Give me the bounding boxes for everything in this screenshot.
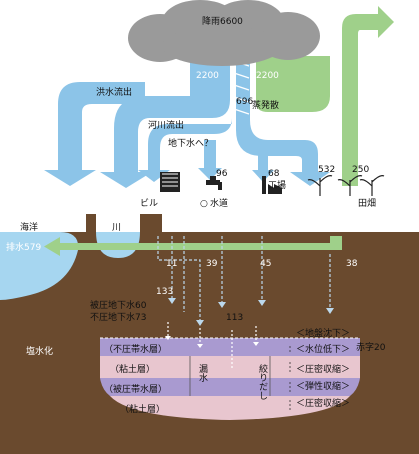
drainage-flow: [44, 236, 342, 256]
groundwater-flow-696: [230, 50, 330, 186]
unconfined-gw-label: 不圧地下水73: [90, 311, 146, 323]
underground-39: 39: [206, 259, 218, 269]
underground-133: 133: [156, 287, 173, 297]
farmland-flow-value: 532: [318, 165, 335, 175]
evaporation-flow: [256, 56, 330, 112]
flood-runoff-flow: [44, 58, 145, 186]
unconfined-aquifer-label: （不圧帯水層）: [104, 343, 167, 355]
ocean-label: 海洋: [20, 221, 38, 233]
factory-value: 68: [268, 169, 280, 179]
return-250-value: 250: [352, 165, 369, 175]
salinization-label: 塩水化: [26, 345, 53, 357]
water-supply-label-prefix: ○: [200, 199, 208, 209]
river-label: 川: [112, 223, 121, 233]
leakage-label: 漏水: [197, 363, 208, 382]
rain-cloud: [128, 0, 320, 66]
rain-label: 降雨6600: [202, 15, 243, 27]
factory-label: 工場: [268, 179, 286, 191]
confined-gw-label: 被圧地下水60: [90, 299, 147, 311]
underground-11: 11: [166, 259, 177, 269]
river-runoff-flow: [100, 58, 230, 188]
river-runoff-label: 河川流出: [148, 119, 184, 131]
underground-45: 45: [260, 259, 271, 269]
subsidence-label: ＜地盤沈下＞: [296, 327, 350, 339]
consolidation-2-label: ＜圧密収縮＞: [296, 397, 350, 409]
unconfined-aquifer-layer: [100, 338, 360, 356]
factory-icon: [262, 176, 282, 194]
building-label: ビル: [140, 198, 158, 209]
water-level-drop-label: ＜水位低下＞: [296, 343, 350, 355]
flow-696-value: 696: [236, 97, 253, 107]
confined-aquifer-label: （被圧帯水層）: [104, 383, 167, 395]
elastic-label: ＜弾性収縮＞: [296, 380, 350, 392]
flood-runoff-label: 洪水流出: [96, 86, 132, 98]
clay-layer-1-label: （粘土層）: [110, 363, 155, 375]
underground-113: 113: [226, 313, 243, 323]
clay-layer-2-label: （粘土層）: [120, 403, 165, 415]
building-icon: [160, 172, 180, 192]
water-supply-label: 水道: [210, 197, 228, 209]
water-supply-value: 96: [216, 169, 228, 179]
clay-layer-1: [100, 356, 360, 379]
confined-aquifer-layer: [100, 378, 360, 396]
water-faucet-icon: [206, 176, 222, 190]
rice-plant-icon: [307, 175, 385, 196]
return-flow-250: [342, 6, 394, 186]
drainage-label: 排水579: [6, 241, 41, 253]
evaporation-value: 2200: [256, 71, 279, 81]
farmland-label: 田畑: [358, 197, 376, 209]
building-supply-flow: [138, 118, 232, 182]
consolidation-1-label: ＜圧密収縮＞: [296, 363, 350, 375]
deficit-label: 赤字20: [356, 341, 386, 353]
squeeze-label: 絞りだし: [257, 363, 268, 400]
river-runoff-value: 2200: [196, 71, 219, 81]
underground-flow-lines: [157, 236, 331, 322]
evaporation-label: 蒸発散: [252, 99, 279, 111]
underground-38: 38: [346, 259, 358, 269]
groundwater-question-label: 地下水へ？: [168, 137, 213, 149]
flood-runoff-value: 2200: [150, 71, 173, 81]
